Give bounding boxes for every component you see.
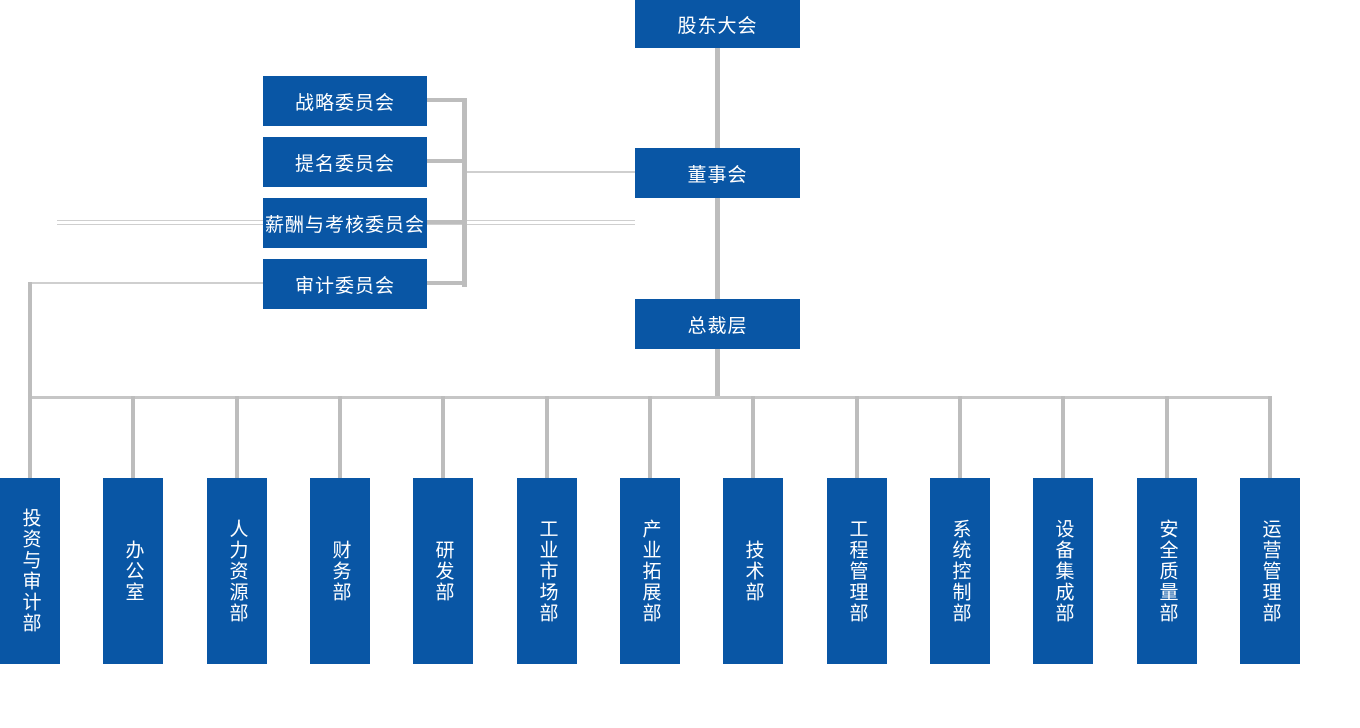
node-dept-investment-audit-label: 投资与审计部 [19,508,41,634]
connector-stub-compensation [427,220,467,224]
connector-stub-strategy [427,98,467,102]
connector-stub-dept-9 [855,396,859,478]
node-dept-office: 办公室 [103,478,163,664]
connector-audit-left-line [29,282,263,284]
connector-stub-dept-12 [1165,396,1169,478]
node-dept-industrial-market: 工业市场部 [517,478,577,664]
node-committee-nomination: 提名委员会 [263,137,427,187]
connector-stub-dept-8 [751,396,755,478]
connector-stub-dept-11 [1061,396,1065,478]
node-dept-operations-management: 运营管理部 [1240,478,1300,664]
node-committee-compensation: 薪酬与考核委员会 [263,198,427,248]
node-dept-equipment-integration-label: 设备集成部 [1052,518,1074,624]
node-committee-nomination-label: 提名委员会 [294,153,395,175]
connector-stub-dept-13 [1268,396,1272,478]
connector-board-committees-link [466,171,635,173]
node-dept-human-resources-label: 人力资源部 [226,518,248,624]
node-dept-safety-quality-label: 安全质量部 [1156,518,1178,624]
node-dept-investment-audit: 投资与审计部 [0,478,60,664]
connector-stub-nomination [427,159,467,163]
node-dept-research-development: 研发部 [413,478,473,664]
node-committee-audit-label: 审计委员会 [294,275,395,297]
node-dept-finance: 财务部 [310,478,370,664]
node-dept-engineering-management: 工程管理部 [827,478,887,664]
node-dept-operations-management-label: 运营管理部 [1259,518,1281,624]
connector-stub-dept-3 [235,396,239,478]
node-dept-equipment-integration: 设备集成部 [1033,478,1093,664]
node-dept-technology: 技术部 [723,478,783,664]
node-dept-engineering-management-label: 工程管理部 [846,518,868,624]
node-president-level: 总裁层 [635,299,800,349]
node-dept-research-development-label: 研发部 [432,539,454,603]
node-committee-audit: 审计委员会 [263,259,427,309]
connector-shareholders-board [715,48,720,148]
node-dept-industry-expansion-label: 产业拓展部 [639,518,661,624]
connector-committees-vertical [462,98,467,287]
node-dept-safety-quality: 安全质量部 [1137,478,1197,664]
node-board-of-directors-label: 董事会 [687,164,748,186]
connector-stub-audit [427,281,467,285]
connector-board-president [715,198,720,299]
connector-stub-dept-2 [131,396,135,478]
node-dept-technology-label: 技术部 [742,539,764,603]
node-dept-finance-label: 财务部 [329,539,351,603]
node-dept-industry-expansion: 产业拓展部 [620,478,680,664]
node-dept-system-control: 系统控制部 [930,478,990,664]
node-committee-strategy: 战略委员会 [263,76,427,126]
node-dept-system-control-label: 系统控制部 [949,518,971,624]
connector-stub-dept-5 [441,396,445,478]
node-dept-human-resources: 人力资源部 [207,478,267,664]
node-dept-industrial-market-label: 工业市场部 [536,518,558,624]
connector-left-vertical [28,282,32,478]
node-shareholders-meeting-label: 股东大会 [677,15,758,37]
node-president-level-label: 总裁层 [687,315,748,337]
node-shareholders-meeting: 股东大会 [635,0,800,48]
node-board-of-directors: 董事会 [635,148,800,198]
connector-president-bus [715,349,720,398]
node-dept-office-label: 办公室 [122,539,144,603]
connector-stub-dept-10 [958,396,962,478]
connector-stub-dept-7 [648,396,652,478]
connector-stub-dept-4 [338,396,342,478]
node-committee-strategy-label: 战略委员会 [294,92,395,114]
node-committee-compensation-label: 薪酬与考核委员会 [264,214,425,236]
connector-stub-dept-6 [545,396,549,478]
